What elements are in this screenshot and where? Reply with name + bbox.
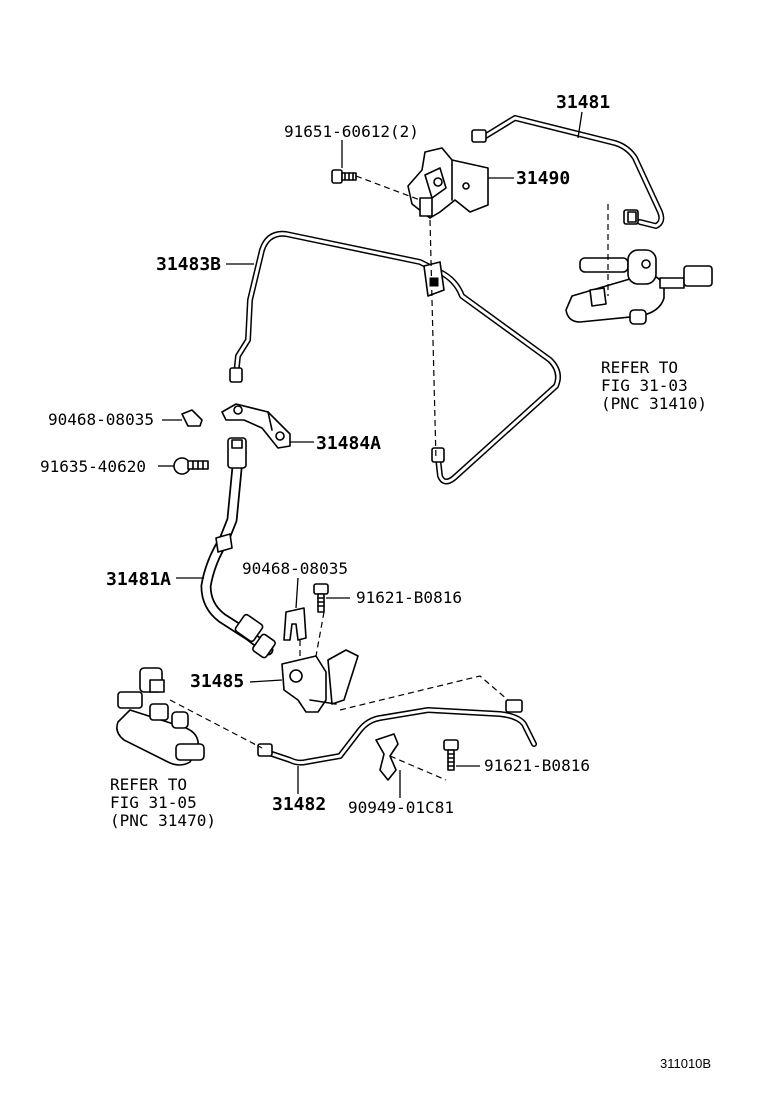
bolt-91651-60612[interactable]	[331, 169, 357, 184]
refer-to-line-6: (PNC 31470)	[110, 811, 216, 830]
part-labels: 31481 91651-60612(2) 31490 31483B REFER …	[40, 92, 711, 1071]
bracket-31490[interactable]	[407, 147, 489, 219]
bracket-31485[interactable]	[281, 649, 359, 713]
clip-90949-01C81[interactable]	[375, 733, 399, 781]
assembly-dashed-lines	[169, 175, 609, 781]
label-31483B: 31483B	[156, 254, 221, 275]
label-91651-60612: 91651-60612(2)	[284, 122, 419, 141]
clutch-release-cylinder[interactable]	[116, 667, 205, 766]
label-91621-B0816-b: 91621-B0816	[484, 756, 590, 775]
refer-to-line-2: FIG 31-03	[601, 376, 688, 395]
bolt-91621-B0816-a[interactable]	[313, 583, 329, 613]
bolt-91621-B0816-b[interactable]	[443, 739, 459, 771]
refer-to-line-5: FIG 31-05	[110, 793, 197, 812]
label-91635-40620: 91635-40620	[40, 457, 146, 476]
label-31481A: 31481A	[106, 569, 171, 590]
label-90468-08035-b: 90468-08035	[242, 559, 348, 578]
refer-to-line-4: REFER TO	[110, 775, 187, 794]
bolt-91635-40620[interactable]	[173, 457, 209, 475]
label-31481: 31481	[556, 92, 610, 113]
label-90949-01C81: 90949-01C81	[348, 798, 454, 817]
refer-to-line-3: (PNC 31410)	[601, 394, 707, 413]
label-90468-08035-a: 90468-08035	[48, 410, 154, 429]
label-31482: 31482	[272, 794, 326, 815]
clutch-pipe-31482[interactable]	[257, 699, 537, 766]
clip-90468-08035-a[interactable]	[181, 409, 203, 427]
leader-lines	[158, 111, 583, 798]
label-31484A: 31484A	[316, 433, 381, 454]
refer-to-line-1: REFER TO	[601, 358, 678, 377]
clutch-pipe-31483B[interactable]	[229, 230, 561, 485]
clip-90468-08035-b[interactable]	[283, 607, 307, 641]
label-31485: 31485	[190, 671, 244, 692]
figure-code: 311010B	[660, 1056, 711, 1071]
pipe-clamp-top[interactable]	[423, 261, 445, 297]
clutch-pipe-31481[interactable]	[471, 115, 665, 229]
clutch-master-cylinder[interactable]	[565, 249, 713, 325]
label-91621-B0816-a: 91621-B0816	[356, 588, 462, 607]
bracket-31484A[interactable]	[221, 403, 291, 449]
clutch-flexible-hose-31481A[interactable]	[200, 437, 276, 659]
label-31490: 31490	[516, 168, 570, 189]
